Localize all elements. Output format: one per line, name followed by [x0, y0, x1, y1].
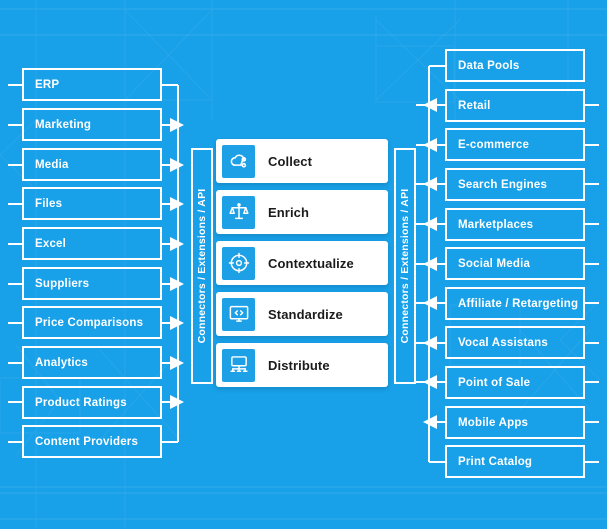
source-box-price-comparisons[interactable]: Price Comparisons	[22, 306, 162, 339]
source-box-marketing[interactable]: Marketing	[22, 108, 162, 141]
channel-box-affiliate-retargeting[interactable]: Affiliate / Retargeting	[445, 287, 585, 320]
monitor-code-icon	[222, 297, 255, 331]
source-box-erp[interactable]: ERP	[22, 68, 162, 101]
source-box-media[interactable]: Media	[22, 148, 162, 181]
connectors-api-bar-left: Connectors / Extensions / API	[191, 148, 213, 384]
source-label: Media	[35, 158, 69, 171]
source-box-files[interactable]: Files	[22, 187, 162, 220]
cloud-share-icon	[222, 144, 255, 178]
channel-box-data-pools[interactable]: Data Pools	[445, 49, 585, 82]
source-label: Analytics	[35, 356, 88, 369]
channel-box-retail[interactable]: Retail	[445, 89, 585, 122]
source-label: Files	[35, 197, 63, 210]
channel-label: Mobile Apps	[458, 416, 529, 429]
source-box-suppliers[interactable]: Suppliers	[22, 267, 162, 300]
channel-label: Data Pools	[458, 59, 520, 72]
process-card-label: Collect	[268, 153, 313, 169]
source-label: ERP	[35, 78, 60, 91]
channel-label: Search Engines	[458, 178, 548, 191]
process-card-enrich[interactable]: Enrich	[216, 190, 388, 234]
channel-label: Social Media	[458, 257, 531, 270]
channel-box-marketplaces[interactable]: Marketplaces	[445, 208, 585, 241]
source-label: Suppliers	[35, 277, 90, 290]
channel-label: Retail	[458, 99, 491, 112]
process-card-distribute[interactable]: Distribute	[216, 343, 388, 387]
channel-box-print-catalog[interactable]: Print Catalog	[445, 445, 585, 478]
connectors-api-label: Connectors / Extensions / API	[196, 188, 208, 344]
monitor-network-icon	[222, 348, 255, 382]
connectors-api-label: Connectors / Extensions / API	[399, 188, 411, 344]
process-card-label: Enrich	[268, 204, 310, 220]
source-box-product-ratings[interactable]: Product Ratings	[22, 386, 162, 419]
process-card-contextualize[interactable]: Contextualize	[216, 241, 388, 285]
process-card-label: Contextualize	[268, 255, 354, 271]
connectors-api-bar-right: Connectors / Extensions / API	[394, 148, 416, 384]
channel-label: Print Catalog	[458, 455, 533, 468]
process-card-label: Distribute	[268, 357, 330, 373]
channel-box-e-commerce[interactable]: E-commerce	[445, 128, 585, 161]
channel-label: Point of Sale	[458, 376, 531, 389]
channel-label: Vocal Assistans	[458, 336, 548, 349]
source-box-analytics[interactable]: Analytics	[22, 346, 162, 379]
source-label: Marketing	[35, 118, 92, 131]
source-box-excel[interactable]: Excel	[22, 227, 162, 260]
source-label: Product Ratings	[35, 396, 127, 409]
channel-label: Affiliate / Retargeting	[458, 297, 579, 310]
source-label: Price Comparisons	[35, 316, 144, 329]
channel-box-search-engines[interactable]: Search Engines	[445, 168, 585, 201]
channel-box-vocal-assistans[interactable]: Vocal Assistans	[445, 326, 585, 359]
source-label: Excel	[35, 237, 67, 250]
process-card-standardize[interactable]: Standardize	[216, 292, 388, 336]
crosshair-target-icon	[222, 246, 255, 280]
source-label: Content Providers	[35, 435, 139, 448]
process-card-label: Standardize	[268, 306, 343, 322]
scales-balance-icon	[222, 195, 255, 229]
source-box-content-providers[interactable]: Content Providers	[22, 425, 162, 458]
process-card-collect[interactable]: Collect	[216, 139, 388, 183]
channel-label: Marketplaces	[458, 218, 534, 231]
channel-box-point-of-sale[interactable]: Point of Sale	[445, 366, 585, 399]
channel-box-social-media[interactable]: Social Media	[445, 247, 585, 280]
channel-box-mobile-apps[interactable]: Mobile Apps	[445, 406, 585, 439]
channel-label: E-commerce	[458, 138, 530, 151]
